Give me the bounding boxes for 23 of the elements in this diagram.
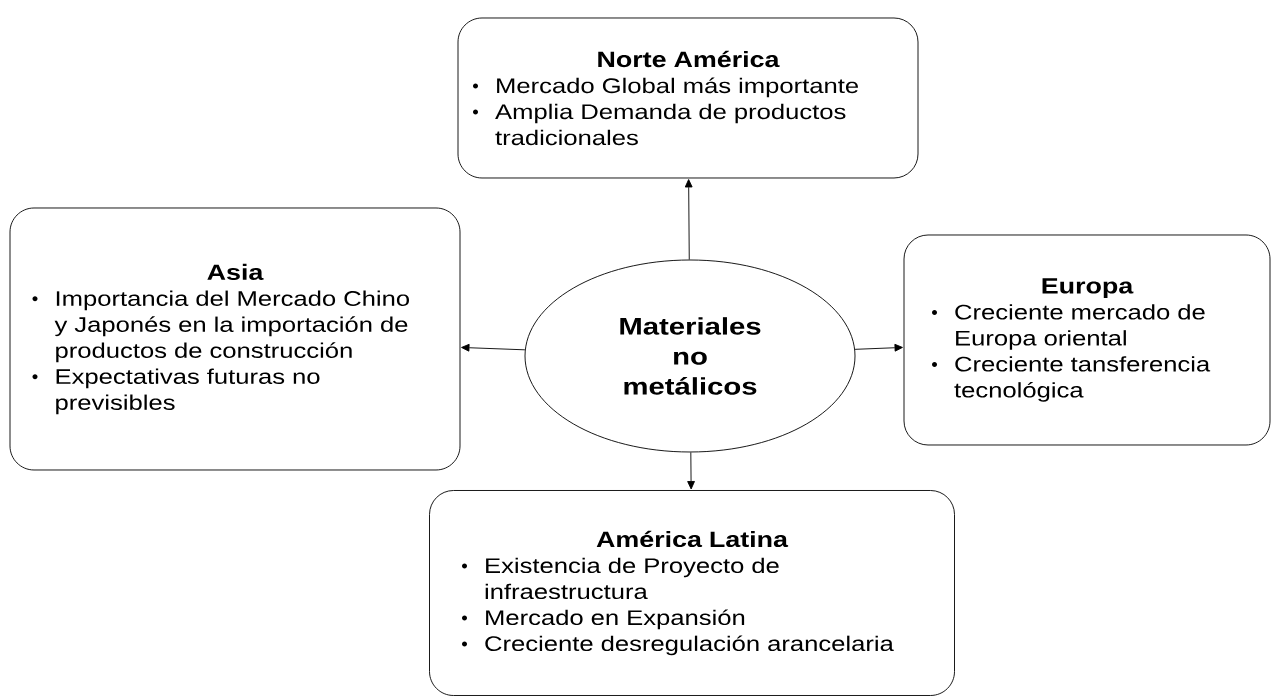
bullet-item: Importancia del Mercado Chino y Japonés en la importación de productos de construcción: [32, 290, 409, 363]
region-box: [903, 234, 1271, 446]
bullet-item: Creciente mercado de Europa oriental: [932, 304, 1205, 350]
arrow: [461, 343, 526, 352]
bullet-item: Mercado en Expansión: [462, 609, 745, 630]
bullet-item: Existencia de Proyecto de infraestructura: [462, 557, 779, 600]
box-heading: Europa: [1042, 278, 1134, 298]
bullet-item: Amplia Demanda de productos tradicionales: [473, 103, 846, 146]
box-heading: Asia: [207, 263, 264, 280]
bullet-item: Expectativas futuras no previsibles: [32, 368, 320, 415]
bullet-item: Mercado Global más importante: [473, 77, 858, 98]
arrow: [687, 452, 695, 490]
region-box: [429, 490, 955, 696]
region-box: [9, 207, 461, 471]
center-label: Materiales no metálicos: [620, 317, 761, 395]
arrow: [854, 343, 903, 352]
bullet-item: Creciente tansferencia tecnológica: [932, 356, 1211, 402]
bullet-item: Creciente desregulación arancelaria: [462, 635, 894, 656]
box-heading: América Latina: [596, 530, 789, 548]
arrow: [684, 179, 693, 260]
region-box: [457, 17, 919, 179]
center-ellipse: [524, 259, 856, 453]
box-heading: Norte América: [598, 50, 780, 68]
